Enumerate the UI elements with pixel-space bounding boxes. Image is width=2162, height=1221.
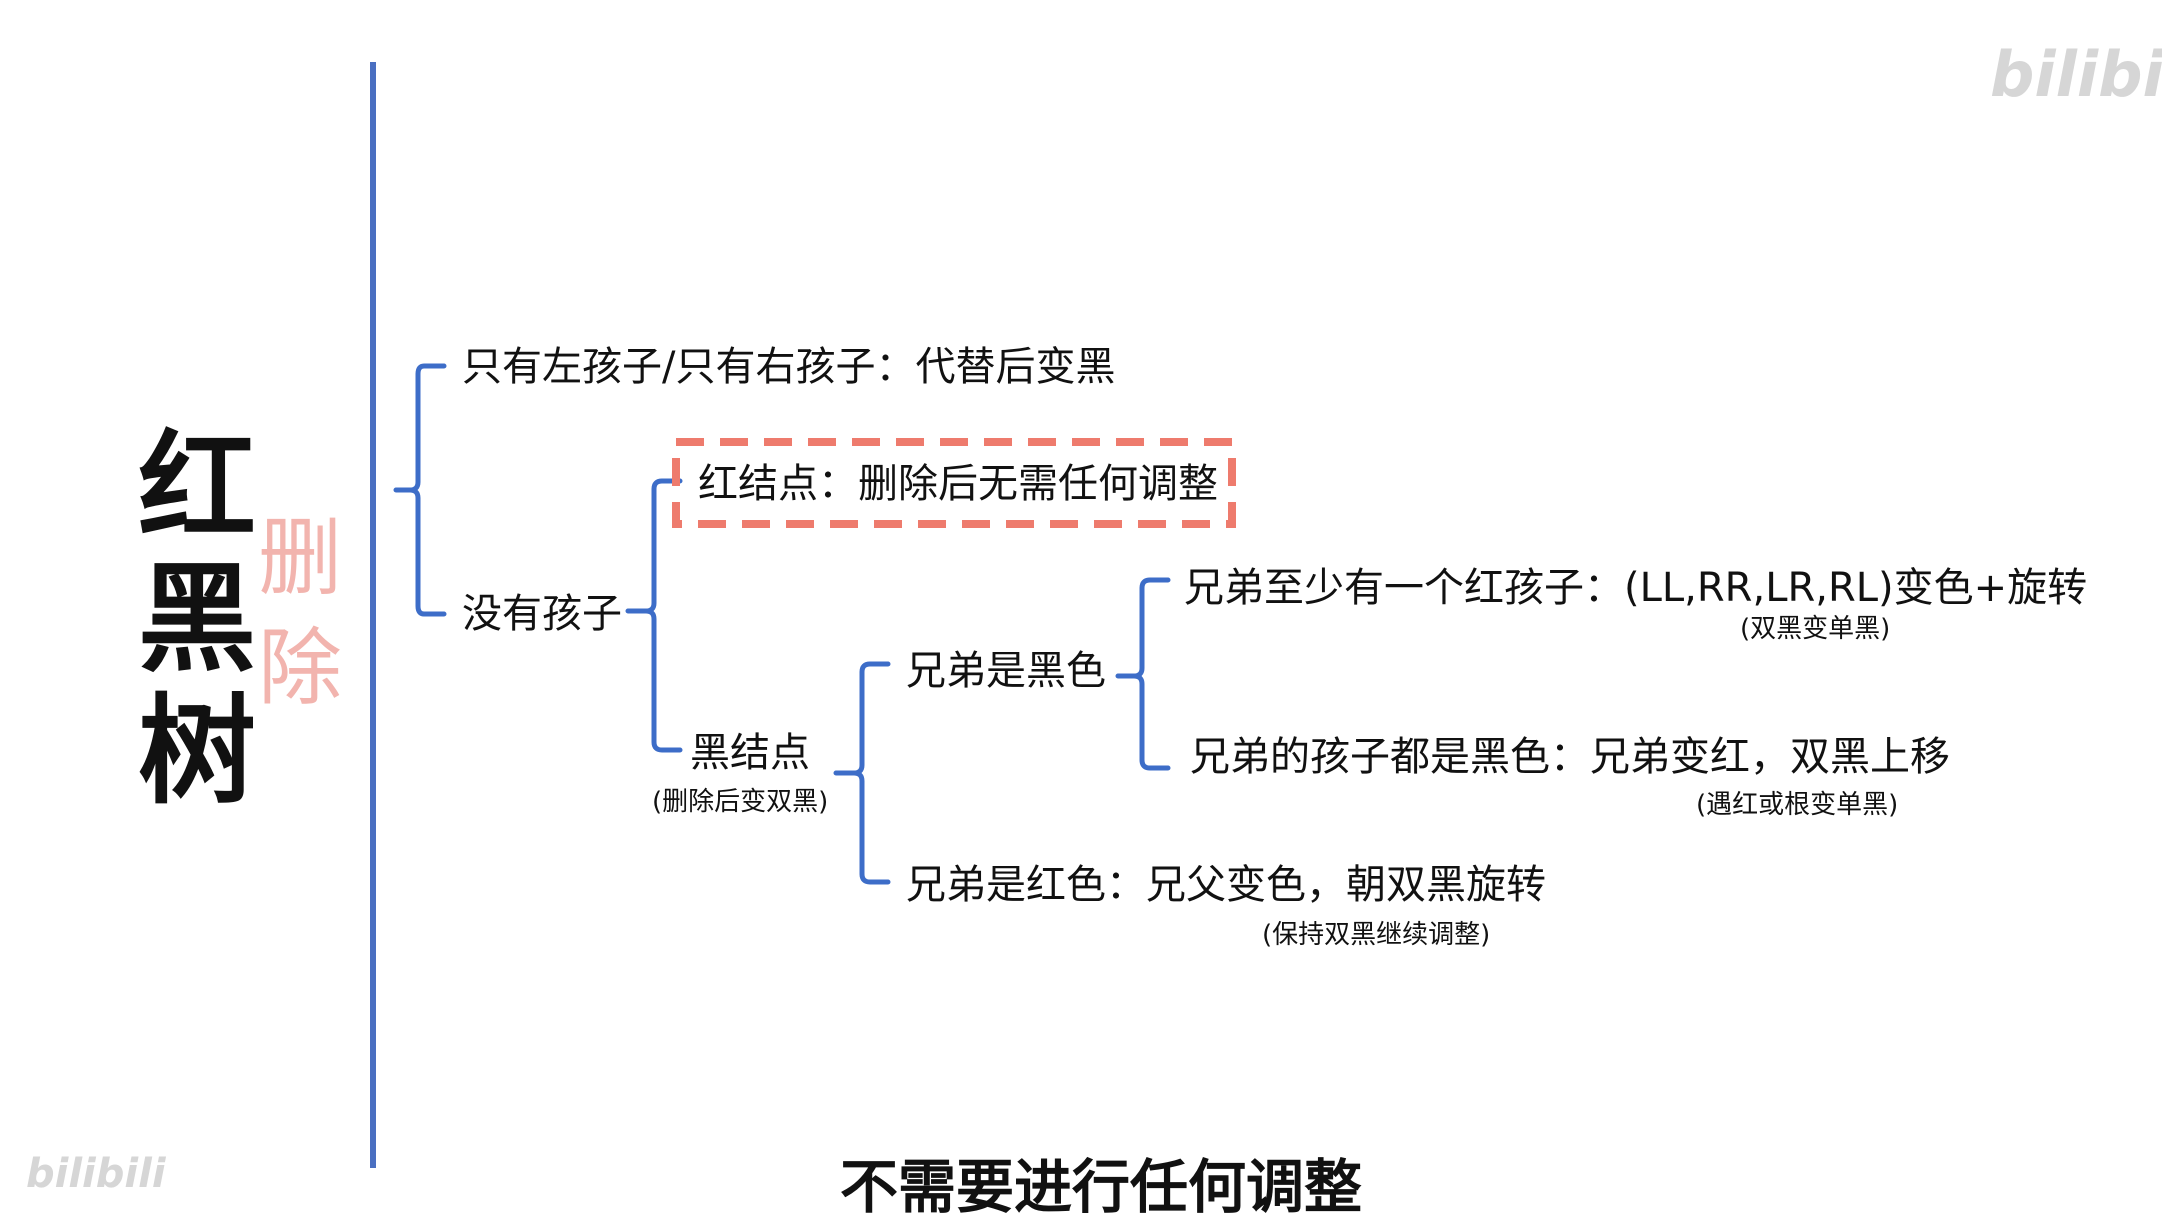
bracket-no-children (625, 478, 683, 753)
node-sibling-has-red-child: 兄弟至少有一个红孩子：(LL,RR,LR,RL)变色+旋转 (1184, 565, 2088, 611)
subtitle-char-1: 删 (258, 509, 343, 607)
highlight-box (672, 438, 1236, 528)
node-black-node: 黑结点 (690, 730, 810, 776)
note-sibling-children-black: (遇红或根变单黑) (1696, 790, 1899, 820)
note-black-node: (删除后变双黑) (652, 787, 829, 817)
note-sibling-red: (保持双黑继续调整) (1262, 920, 1491, 950)
watermark-top-right: bilibili (1990, 38, 2162, 111)
watermark-bottom-left: bilibili (26, 1151, 166, 1197)
node-no-children: 没有孩子 (462, 591, 622, 637)
bracket-root (393, 363, 447, 617)
title-char-3: 树 (138, 682, 257, 820)
subtitle-char-2: 除 (258, 619, 343, 717)
title-char-1: 红 (138, 418, 257, 556)
bottom-caption: 不需要进行任何调整 (840, 1153, 1363, 1221)
node-sibling-red: 兄弟是红色：兄父变色，朝双黑旋转 (906, 862, 1546, 908)
note-sibling-has-red-child: (双黑变单黑) (1740, 614, 1891, 644)
bracket-black-node (833, 661, 891, 885)
title-char-2: 黑 (138, 550, 257, 688)
node-sibling-children-black: 兄弟的孩子都是黑色：兄弟变红，双黑上移 (1190, 734, 1950, 780)
node-sibling-black: 兄弟是黑色 (906, 648, 1106, 694)
node-only-one-child: 只有左孩子/只有右孩子：代替后变黑 (462, 344, 1116, 390)
node-red-node: 红结点：删除后无需任何调整 (698, 461, 1218, 507)
bracket-sibling-black (1115, 577, 1171, 771)
